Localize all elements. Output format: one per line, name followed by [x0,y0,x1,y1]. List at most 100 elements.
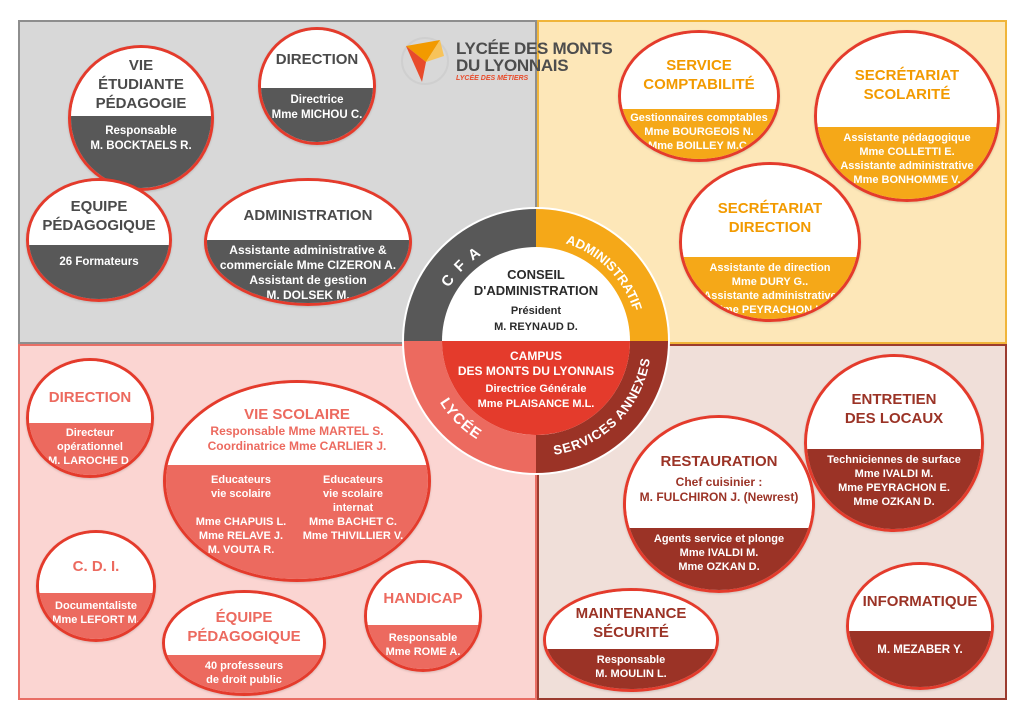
bubble-text: Mme PEYRACHON K. [713,304,827,316]
bubble-restauration: RESTAURATION Chef cuisinier : M. FULCHIR… [623,415,815,593]
bubble-title: SÉCURITÉ [593,624,669,641]
bubble-text: Directrice [290,94,344,106]
bubble-cdi: C. D. I. Documentaliste Mme LEFORT M. [36,530,156,642]
bubble-text: Responsable [596,654,666,666]
bubble-text: opérationnel [56,441,123,453]
bubble-text: Mme OZKAN D. [853,496,935,508]
bubble-text: M. DOLSEK M. [266,288,350,302]
bubble-text: 26 Formateurs [59,256,139,268]
bubble-title: PÉDAGOGIQUE [42,217,156,234]
bubble-title: INFORMATIQUE [862,592,978,610]
bubble-title: VIE SCOLAIRE [244,405,350,423]
president-name: M. REYNAUD D. [494,321,578,333]
bubble-title: HANDICAP [383,589,463,607]
bubble-text: Mme DURY G.. [731,276,809,288]
bubble-text: 40 professeurs [204,660,284,672]
bubble-secretariat-scolarite: SECRÉTARIAT SCOLARITÉ Assistante pédagog… [814,30,1000,202]
dg-label: Directrice Générale [485,383,587,395]
conseil-title: CONSEIL [507,267,565,282]
central-ring: C F A ADMINISTRATIF LYCÉE SERVICES ANNEX… [400,205,672,477]
bubble-text: Mme BACHET C. [308,516,397,528]
bubble-secretariat-direction: SECRÉTARIAT DIRECTION Assistante de dire… [679,162,861,322]
campus-title: DES MONTS DU LYONNAIS [457,364,615,378]
bubble-title: ÉTUDIANTE [98,75,184,93]
bubble-title: DIRECTION [48,388,132,406]
president-label: Président [510,305,562,317]
bubble-text: Assistante administrative & [229,243,387,257]
bubble-text: M. MEZABER Y. [877,644,963,656]
bubble-text: Mme COLLETTI E. [859,146,955,158]
bubble-text: Mme RELAVE J. [198,530,284,542]
bubble-text: Mme BOILLEY M.C. [648,140,750,152]
campus-block: CAMPUS DES MONTS DU LYONNAIS Directrice … [400,349,672,412]
bubble-handicap: HANDICAP Responsable Mme ROME A. [364,560,482,672]
bubble-text: M. VOUTA R. [207,544,275,556]
campus-half [442,341,630,435]
bubble-subtitle: M. FULCHIRON J. (Newrest) [639,489,799,504]
bubble-maintenance: MAINTENANCE SÉCURITÉ Responsable M. MOUL… [543,588,719,692]
bubble-lycee-equipe: ÉQUIPE PÉDAGOGIQUE 40 professeurs de dro… [162,590,326,696]
bubble-title: MAINTENANCE [575,605,687,622]
bubble-title: PÉDAGOGIE [95,94,187,112]
bubble-title: ÉQUIPE [215,609,273,626]
conseil-block: CONSEIL D'ADMINISTRATION Président M. RE… [400,267,672,335]
dg-name: Mme PLAISANCE M.L. [477,398,595,410]
bubble-text: Mme IVALDI M. [854,468,934,480]
bubble-title: VIE [128,56,154,74]
bubble-text: Assistante de direction [709,262,831,274]
bubble-text: Agents service et plonge [653,533,785,545]
bubble-text: Mme ROME A. [385,646,461,658]
bubble-title: SECRÉTARIAT [854,67,960,84]
bubble-text: Gestionnaires comptables [630,112,768,124]
bubble-text: Mme OZKAN D. [678,561,760,573]
bubble-text: M. BOCKTAELS R. [90,140,192,152]
bubble-text: M. MOULIN L. [595,668,667,680]
bubble-text: Responsable [105,125,177,137]
logo-tagline: LYCÉE DES MÉTIERS [456,75,529,82]
bubble-title: ENTRETIEN [851,391,937,408]
bubble-text: Assistante pédagogique [843,132,971,144]
bubble-text: Assistante administrative [703,290,837,302]
bubble-subtitle: Chef cuisinier : [675,474,763,489]
bubble-title: COMPTABILITÉ [643,76,755,93]
vie-scolaire-column-left: Educateurs vie scolaire Mme CHAPUIS L. M… [185,473,297,557]
bubble-vie-scolaire: VIE SCOLAIRE Responsable Mme MARTEL S. C… [163,380,431,582]
bubble-text: Mme BOURGEOIS N. [644,126,754,138]
bubble-subtitle: Responsable Mme MARTEL S. [210,423,384,438]
bubble-text: Mme MICHOU C. [271,109,363,121]
bubble-entretien: ENTRETIEN DES LOCAUX Techniciennes de su… [804,354,984,532]
bubble-service-comptabilite: SERVICE COMPTABILITÉ Gestionnaires compt… [618,30,780,162]
bubble-title: C. D. I. [72,557,120,575]
bubble-informatique: INFORMATIQUE M. MEZABER Y. [846,562,994,690]
bubble-text: Mme PEYRACHON E. [838,482,950,494]
bubble-title: EQUIPE [70,198,128,215]
bubble-title: ADMINISTRATION [243,207,373,224]
bubble-title: DIRECTION [275,50,359,68]
bubble-title: SECRÉTARIAT [717,200,823,217]
bubble-text: Mme IVALDI M. [679,547,759,559]
bubble-text: Assistant de gestion [249,273,367,287]
school-logo: LYCÉE DES MONTS DU LYONNAIS LYCÉE DES MÉ… [400,36,613,86]
campus-title: CAMPUS [509,349,562,363]
bubble-text: commerciale Mme CIZERON A. [219,258,397,272]
bubble-text: vie scolaire [211,488,271,500]
bubble-title: RESTAURATION [660,452,778,470]
central-ring-graphic: C F A ADMINISTRATIF LYCÉE SERVICES ANNEX… [402,207,670,475]
bubble-text: Mme BONHOMME V. [853,174,961,186]
logo-name-line-2: DU LYONNAIS [456,56,569,75]
bubble-title: DES LOCAUX [844,410,944,427]
logo-name-line-1: LYCÉE DES MONTS [456,39,613,58]
bubble-text: Mme THIVILLIER V. [302,530,404,542]
bubble-lycee-direction: DIRECTION Directeur opérationnel M. LARO… [26,358,154,478]
bubble-text: Assistante administrative [840,160,974,172]
bubble-text: vie scolaire [323,488,383,500]
bubble-text: M. LAROCHE D. [48,455,132,467]
bubble-text: Mme CHAPUIS L. [195,516,287,528]
bubble-title: SCOLARITÉ [863,86,951,103]
bubble-text: Educateurs [211,474,271,486]
bubble-title: DIRECTION [728,219,812,236]
bubble-text: Documentaliste [55,600,137,612]
bubble-text: Responsable [388,632,458,644]
vie-scolaire-column-right: Educateurs vie scolaire internat Mme BAC… [297,473,409,543]
bubble-text: de droit public [206,674,282,686]
